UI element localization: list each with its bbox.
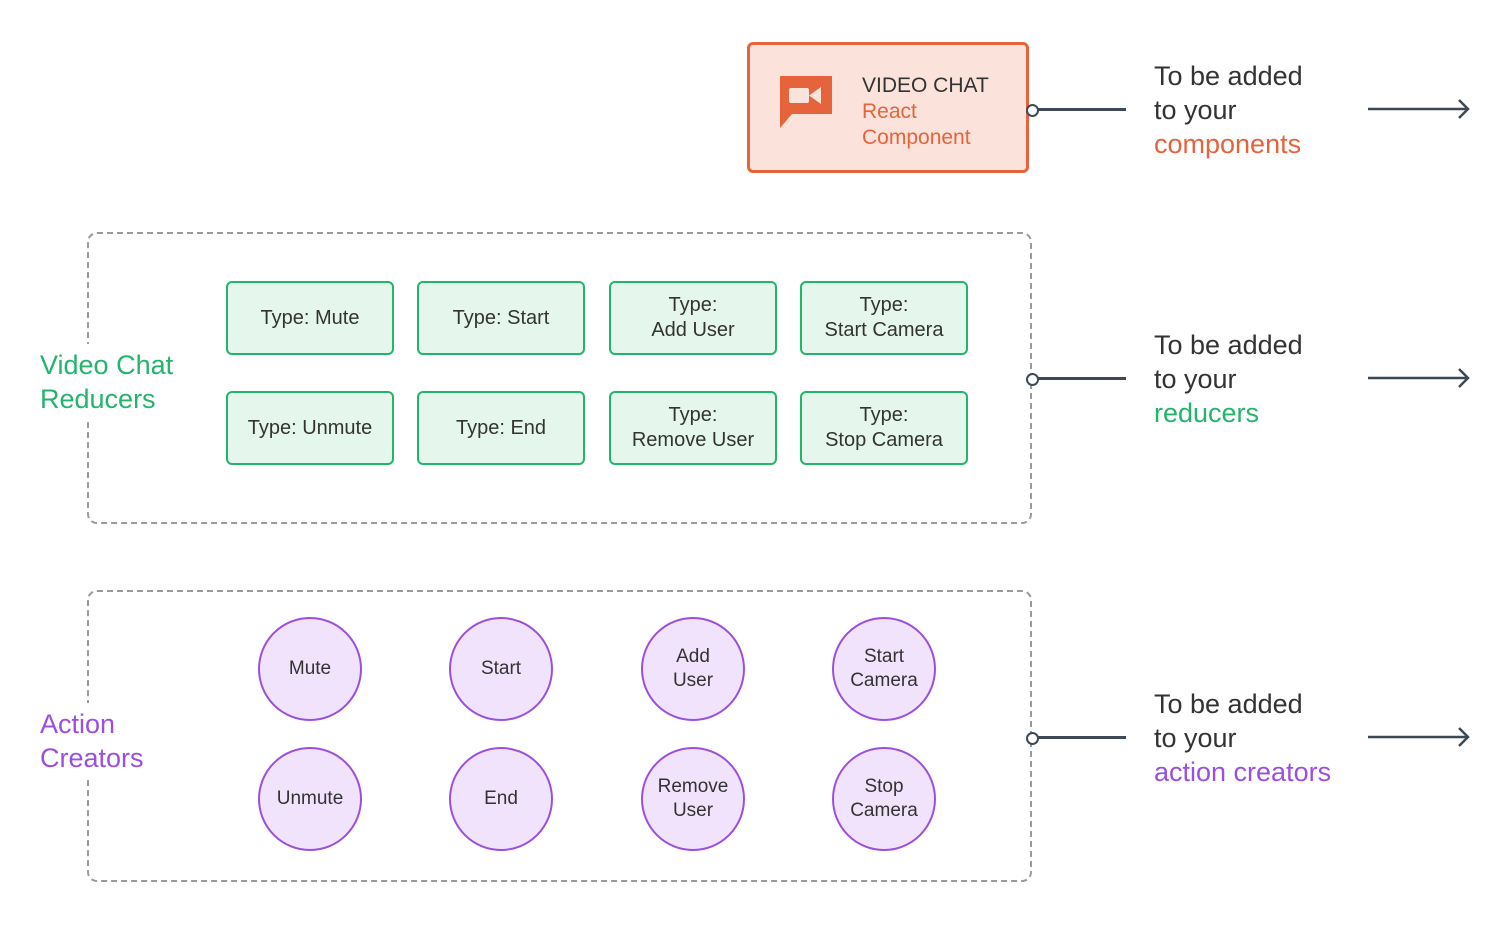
reducer-line2: Add User — [651, 319, 735, 341]
reducer-line2: Remove User — [631, 429, 755, 451]
caption-line2: to your — [1154, 95, 1237, 125]
reducer-line1: Type: End — [455, 416, 547, 439]
action-creator-circle: Unmute — [258, 747, 362, 851]
reducer-line1: Type: Unmute — [247, 416, 373, 439]
component-connector-line — [1034, 108, 1126, 111]
caption-line1: To be added — [1154, 61, 1303, 91]
reducer-line1: Type: — [859, 294, 909, 316]
action-creator-circle: Stop Camera — [832, 747, 936, 851]
reducer-box: Type: Unmute — [226, 391, 394, 465]
component-subtitle-line1: React — [862, 100, 917, 123]
caption-line2: to your — [1154, 364, 1237, 394]
caption-accent: action creators — [1154, 757, 1332, 787]
reducers-connector-line — [1034, 377, 1126, 380]
action-line1: Unmute — [276, 788, 344, 809]
reducers-connector-dot — [1026, 373, 1039, 386]
reducer-line1: Type: — [859, 404, 909, 426]
action-creator-circle: Start — [449, 617, 553, 721]
actions-connector-line — [1034, 736, 1126, 739]
reducer-box: Type: Add User — [609, 281, 777, 355]
reducers-group — [87, 232, 1032, 524]
reducer-line1: Type: — [668, 404, 718, 426]
arrow-right-icon — [1368, 727, 1470, 747]
component-card-text: VIDEO CHAT React Component — [862, 73, 989, 151]
action-line1: Remove — [657, 776, 729, 797]
actions-caption: To be added to your action creators — [1154, 687, 1331, 789]
action-line1: Mute — [288, 658, 332, 679]
reducer-box: Type: Start Camera — [800, 281, 968, 355]
action-line2: User — [672, 670, 714, 691]
reducer-line1: Type: Mute — [260, 306, 360, 329]
reducers-group-label: Video Chat Reducers — [40, 344, 200, 420]
action-line1: End — [484, 788, 518, 809]
reducer-box: Type: Remove User — [609, 391, 777, 465]
component-subtitle-line2: Component — [862, 126, 971, 149]
caption-line2: to your — [1154, 723, 1237, 753]
reducer-line2: Start Camera — [824, 319, 944, 341]
reducer-line2: Stop Camera — [825, 429, 943, 451]
actions-connector-dot — [1026, 732, 1039, 745]
components-caption: To be added to your components — [1154, 59, 1303, 161]
reducers-caption: To be added to your reducers — [1154, 328, 1303, 430]
caption-line1: To be added — [1154, 689, 1303, 719]
action-creator-circle: Add User — [641, 617, 745, 721]
action-creator-circle: Start Camera — [832, 617, 936, 721]
caption-accent: reducers — [1154, 398, 1260, 428]
reducer-box: Type: End — [417, 391, 585, 465]
component-title: VIDEO CHAT — [862, 74, 989, 97]
action-line2: User — [672, 800, 714, 821]
arrow-right-icon — [1368, 99, 1470, 119]
reducer-line1: Type: — [668, 294, 718, 316]
reducer-box: Type: Stop Camera — [800, 391, 968, 465]
action-creator-circle: End — [449, 747, 553, 851]
action-line1: Add — [676, 646, 710, 667]
action-creator-circle: Remove User — [641, 747, 745, 851]
reducer-box: Type: Mute — [226, 281, 394, 355]
video-chat-icon — [780, 76, 832, 128]
caption-accent: components — [1154, 129, 1302, 159]
action-line2: Camera — [850, 800, 918, 821]
caption-line1: To be added — [1154, 330, 1303, 360]
action-line1: Start — [863, 646, 905, 667]
reducer-box: Type: Start — [417, 281, 585, 355]
action-line1: Start — [480, 658, 522, 679]
action-line2: Camera — [850, 670, 918, 691]
reducer-line1: Type: Start — [452, 306, 550, 329]
component-connector-dot — [1026, 104, 1039, 117]
action-line1: Stop — [864, 776, 904, 797]
action-creator-circle: Mute — [258, 617, 362, 721]
video-chat-component-card: VIDEO CHAT React Component — [747, 42, 1029, 173]
arrow-right-icon — [1368, 368, 1470, 388]
action-creators-group-label: Action Creators — [40, 703, 165, 779]
